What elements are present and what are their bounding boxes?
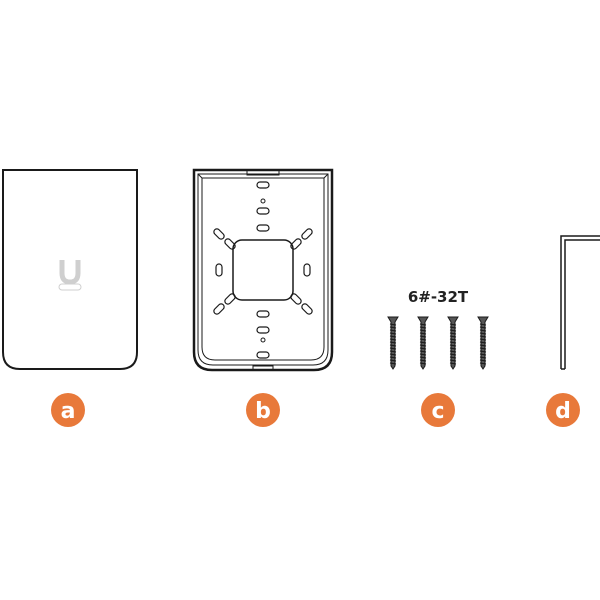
screw-icon [477, 316, 489, 370]
item-c-screws: 6#-32T [387, 288, 489, 370]
screw-icon [417, 316, 429, 370]
badge-b: b [246, 393, 280, 427]
badge-d-label: d [555, 399, 571, 424]
unifi-logo [58, 260, 82, 291]
badge-a: a [51, 393, 85, 427]
badge-d: d [546, 393, 580, 427]
item-b-bracket [192, 168, 334, 372]
item-a-device [2, 169, 138, 370]
item-d-hex-key [560, 235, 600, 370]
badge-c: c [421, 393, 455, 427]
badge-a-label: a [61, 399, 76, 424]
badge-b-label: b [255, 399, 271, 424]
screw-spec-label: 6#-32T [408, 288, 469, 306]
badge-c-label: c [431, 399, 444, 424]
screw-icon [447, 316, 459, 370]
screw-icon [387, 316, 399, 370]
